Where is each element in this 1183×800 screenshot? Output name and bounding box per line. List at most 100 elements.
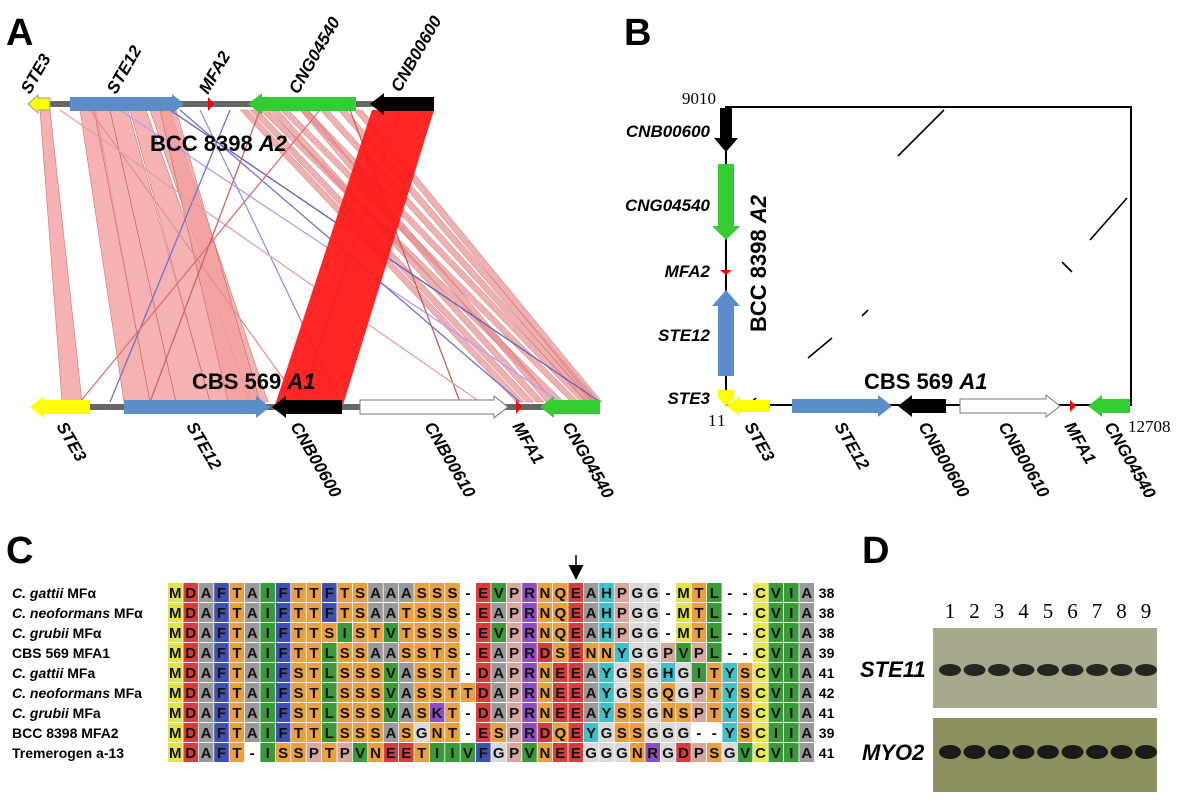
residue-cell [599,583,614,602]
residue-letter: A [385,585,396,602]
top-ste3-arrow [27,93,51,115]
residue-cell [660,623,676,642]
residue-letter: - [743,625,748,642]
x-cnb00610-arrow [959,393,1061,419]
residue-letter: I [789,585,793,602]
residue-letter: D [539,645,550,662]
residue-cell [383,663,399,682]
residue-cell [275,723,291,742]
residue-letter: A [801,605,812,622]
residue-cell [691,723,707,742]
residue-letter: G [724,745,736,762]
y-strain-label: BCC 8398 A2 [746,194,771,332]
residue-letter: T [448,725,457,742]
residue-cell [537,583,553,602]
residue-letter: F [217,625,226,642]
residue-cell [399,703,414,722]
residue-letter: E [555,685,565,702]
myo2-band [1012,745,1035,759]
synteny-link [79,109,321,403]
residue-letter: A [370,645,381,662]
residue-cell [737,603,753,622]
residue-cell [183,663,198,682]
residue-cell [245,663,260,682]
residue-letter: T [309,665,318,682]
residue-letter: S [709,745,719,762]
residue-letter: Q [554,725,566,742]
residue-cell [691,663,707,682]
residue-letter: A [201,745,212,762]
residue-letter: S [293,665,303,682]
residue-cell [460,723,476,742]
residue-letter: T [309,725,318,742]
residue-cell [768,723,784,742]
residue-cell [784,703,799,722]
residue-cell [460,743,476,762]
residue-letter: P [617,625,627,642]
synteny-link [59,109,481,403]
residue-letter: A [247,625,258,642]
residue-letter: Y [725,685,735,702]
dotplot-match [1089,197,1128,241]
residue-letter: A [247,685,258,702]
residue-letter: V [386,665,396,682]
y-gene-label-cng04540: CNG04540 [625,196,711,215]
residue-cell [768,743,784,762]
residue-letter: S [370,685,380,702]
residue-letter: I [789,705,793,722]
residue-letter: G [647,625,659,642]
residue-letter: D [478,705,489,722]
residue-letter: E [571,745,581,762]
residue-letter: S [494,725,504,742]
residue-letter: T [294,605,303,622]
residue-letter: A [801,725,812,742]
residue-cell [522,663,537,682]
residue-cell [553,643,568,662]
residue-letter: I [789,625,793,642]
residue-cell [183,723,198,742]
blot-bands [939,664,1157,759]
residue-cell [445,703,460,722]
residue-letter: E [555,705,565,722]
residue-letter: S [355,625,365,642]
residue-letter: - [465,665,470,682]
residue-letter: D [185,605,196,622]
residue-letter: T [294,585,303,602]
ste11-band [1061,664,1084,676]
residue-cell [660,583,676,602]
residue-letter: S [278,745,288,762]
residue-letter: N [370,745,381,762]
residue-cell [291,583,306,602]
residue-letter: R [524,685,535,702]
residue-cell [306,623,322,642]
x-gene-label-cnb00600: CNB00600 [915,419,974,502]
residue-cell [614,723,630,742]
residue-cell [229,643,245,662]
residue-letter: A [401,585,412,602]
residue-letter: D [539,725,550,742]
residue-cell [322,683,337,702]
residue-cell [522,743,537,762]
residue-cell [352,603,368,622]
residue-cell [368,683,383,702]
residue-letter: S [432,605,442,622]
residue-cell [707,683,722,702]
residue-cell [614,643,630,662]
residue-cell [275,683,291,702]
residue-letter: Y [725,665,735,682]
residue-letter: C [755,665,766,682]
residue-letter: V [771,605,781,622]
residue-cell [352,703,368,722]
residue-letter: S [417,705,427,722]
panel-b-dotplot: 9010 12708 1 1 CNB00600 CNG04540 MFA2 ST… [625,89,1171,502]
residue-letter: I [266,725,270,742]
residue-cell [214,583,229,602]
residue-cell [583,583,599,602]
residue-letter: T [232,665,241,682]
x-gene-label-ste12: STE12 [831,419,874,474]
residue-cell [645,583,660,602]
residue-cell [291,623,306,642]
residue-letter: M [169,745,182,762]
residue-cell [737,623,753,642]
